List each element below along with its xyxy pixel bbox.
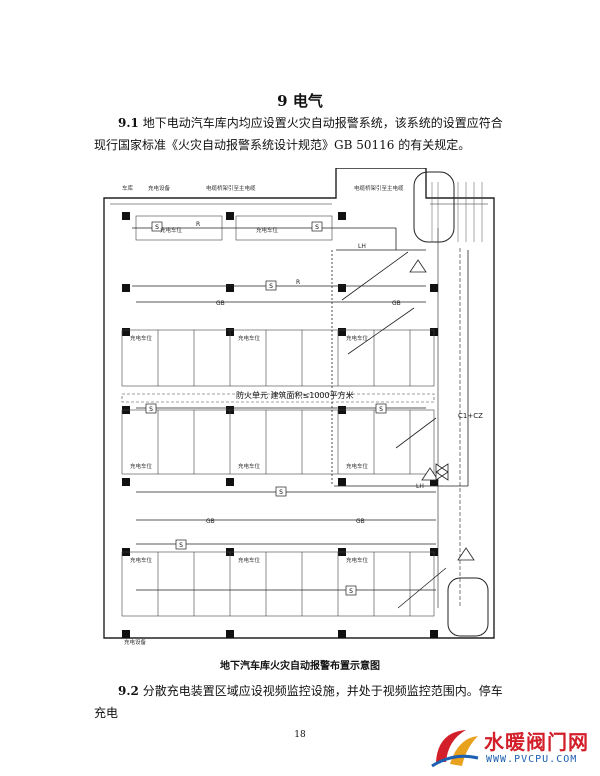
paragraph-9-2: 9.2 分散充电装置区域应设视频监控设施，并处于视频监控范围内。停车充电 [94, 680, 514, 724]
clause-number: 9.2 [118, 684, 139, 698]
clause-number: 9.1 [118, 116, 139, 130]
watermark: 水暖阀门网 WWW.PVCPU.COM [428, 722, 596, 772]
alarm-loops [132, 227, 469, 609]
cable-label: 电缆桥架引至主电缆 [206, 184, 256, 192]
alarm-devices [409, 259, 475, 561]
charging-device-label: 充电设备 [148, 184, 171, 192]
paragraph-9-1: 9.1 地下电动汽车库内均应设置火灾自动报警系统，该系统的设置应符合现行国家标准… [94, 112, 514, 156]
watermark-logo-icon [431, 730, 479, 768]
watermark-url: WWW.PVCPU.COM [486, 754, 578, 765]
detector-label: S [349, 588, 353, 595]
structural-columns [122, 212, 438, 638]
small-label: 车库 [122, 184, 134, 192]
beam-label: GB [206, 518, 215, 525]
fire-compartment-label: 防火单元 建筑面积≤1000平方米 [236, 390, 354, 400]
detector-label: S [269, 283, 273, 290]
line-label: LH [416, 483, 424, 490]
charging-space-label: 充电车位 [238, 334, 261, 342]
charging-space-label: 充电车位 [130, 462, 153, 470]
charging-space-label: 充电车位 [130, 334, 153, 342]
detector-label: S [149, 406, 153, 413]
beam-label: GB [356, 518, 365, 525]
beam-label: GB [392, 300, 401, 307]
right-top-parking [431, 182, 483, 242]
cable-label: 电缆桥架引至主电缆 [354, 184, 404, 192]
beam-label: GB [216, 300, 225, 307]
area-labels: 车库 充电设备 电缆桥架引至主电缆 电缆桥架引至主电缆 充电车位 充电车位 充电… [122, 184, 404, 646]
charging-space-label: 充电车位 [238, 462, 261, 470]
figure-caption: 地下汽车库火灾自动报警布置示意图 [220, 661, 380, 672]
charging-space-label: 充电车位 [346, 462, 369, 470]
charging-space-label: 充电车位 [256, 226, 279, 234]
detector-label: S [379, 406, 383, 413]
charging-space-label: 充电车位 [160, 226, 183, 234]
charging-space-label: 充电车位 [346, 556, 369, 564]
detector-label: S [279, 489, 283, 496]
resistor-label: R [296, 279, 300, 286]
charging-space-label: 充电车位 [130, 556, 153, 564]
parking-rows [121, 215, 435, 617]
circuit-labels: GB GB GB GB R R LH LH C1+CZ [196, 221, 483, 525]
clause-text: 分散充电装置区域应设视频监控设施，并处于视频监控范围内。停车充电 [94, 684, 503, 720]
charging-device-label: 充电设备 [124, 638, 147, 646]
bus-label: C1+CZ [458, 412, 483, 420]
detector-label: S [155, 224, 159, 231]
detector-label: S [315, 224, 319, 231]
page-title: 9 电气 [277, 92, 323, 110]
fire-alarm-floor-plan: S S S S S S S S GB GB GB GB R R LH LH C1… [103, 168, 495, 646]
charging-space-label: 充电车位 [346, 334, 369, 342]
page-number: 18 [294, 730, 306, 740]
detector-label: S [179, 542, 183, 549]
smoke-detectors: S S S S S S S S [145, 221, 387, 596]
charging-space-label: 充电车位 [238, 556, 261, 564]
resistor-label: R [196, 221, 200, 228]
line-label: LH [358, 243, 366, 250]
watermark-title: 水暖阀门网 [484, 730, 589, 754]
clause-text: 地下电动汽车库内均应设置火灾自动报警系统，该系统的设置应符合现行国家标准《火灾自… [94, 116, 503, 152]
